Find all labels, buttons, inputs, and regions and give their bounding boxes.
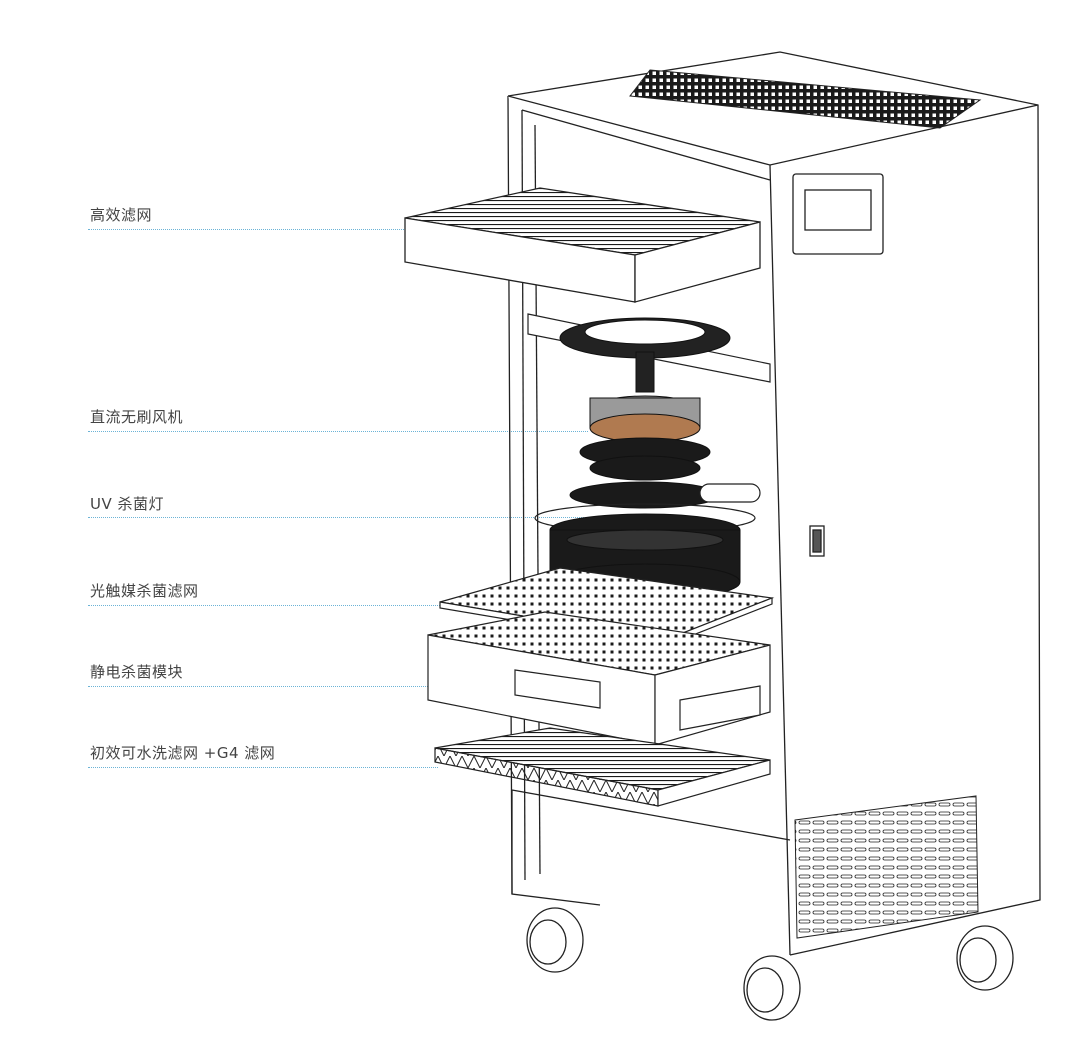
leader-line-hepa — [88, 229, 438, 230]
top-grille — [629, 69, 982, 129]
label-prefilter: 初效可水洗滤网 +G4 滤网 — [90, 744, 276, 762]
label-hepa-filter: 高效滤网 — [90, 206, 153, 224]
leader-line-uv — [88, 517, 648, 518]
leader-line-fan — [88, 431, 588, 432]
leader-line-photocatalyst — [88, 605, 508, 606]
prefilter-tray — [434, 727, 771, 807]
hepa-filter-tray — [404, 187, 761, 303]
dc-brushless-fan — [559, 317, 731, 509]
electrostatic-module — [427, 611, 771, 746]
label-photocatalyst-filter: 光触媒杀菌滤网 — [90, 582, 199, 600]
label-electrostatic-module: 静电杀菌模块 — [90, 663, 184, 681]
casters — [526, 907, 1014, 1021]
side-vent — [794, 795, 979, 939]
leader-line-electrostatic — [88, 686, 468, 687]
label-uv-lamp: UV 杀菌灯 — [90, 495, 165, 513]
label-dc-fan: 直流无刷风机 — [90, 408, 184, 426]
leader-line-prefilter — [88, 767, 438, 768]
